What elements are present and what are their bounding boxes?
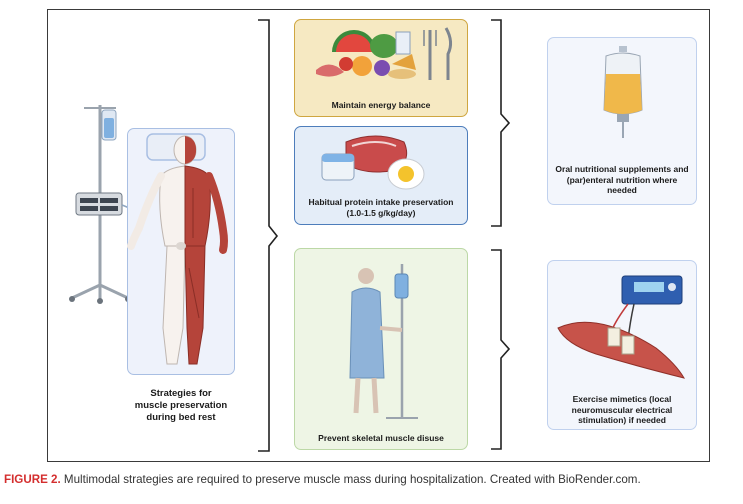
iv-stand-illustration — [69, 105, 141, 304]
nutrition-label: Oral nutritional supplements and (par)en… — [548, 164, 696, 196]
mimetics-label: Exercise mimetics (local neuromuscular e… — [548, 394, 696, 426]
main-label-line-2: muscle preservation — [134, 400, 228, 411]
protein-food-illustration — [321, 135, 425, 190]
mimetics-label-line-3: stimulation) if needed — [578, 415, 666, 425]
caption-figure-number: FIGURE 2. — [4, 473, 61, 486]
iv-bag-illustration — [603, 46, 643, 138]
bracket-left — [258, 19, 279, 452]
caption-text: Multimodal strategies are required to pr… — [60, 473, 641, 486]
nmes-device-illustration — [557, 275, 686, 379]
mimetics-label-line-1: Exercise mimetics (local — [572, 394, 672, 404]
disuse-label: Prevent skeletal muscle disuse — [318, 433, 444, 443]
mimetics-label-line-2: neuromuscular electrical — [571, 404, 673, 415]
main-label-line-1: Strategies for — [150, 388, 212, 399]
protein-label: Habitual protein intake preservation (1.… — [295, 197, 467, 218]
protein-label-line-2: (1.0-1.5 g/kg/day) — [346, 207, 416, 218]
food-illustration — [316, 27, 453, 80]
bracket-top-right — [491, 19, 511, 227]
nutrition-label-line-2: (par)enteral nutrition where — [566, 174, 678, 185]
patient-walking-illustration — [349, 264, 418, 419]
energy-label: Maintain energy balance — [331, 100, 431, 110]
nutrition-label-line-1: Oral nutritional supplements and — [555, 164, 689, 174]
main-label-line-3: during bed rest — [146, 412, 216, 423]
nutrition-label-line-3: needed — [607, 185, 637, 195]
bracket-bottom-right — [491, 249, 511, 450]
protein-label-line-1: Habitual protein intake preservation — [308, 197, 454, 207]
main-strategies-label: Strategies for muscle preservation durin… — [124, 388, 238, 424]
human-body-illustration — [127, 133, 228, 365]
figure-caption: FIGURE 2. Multimodal strategies are requ… — [4, 473, 743, 486]
